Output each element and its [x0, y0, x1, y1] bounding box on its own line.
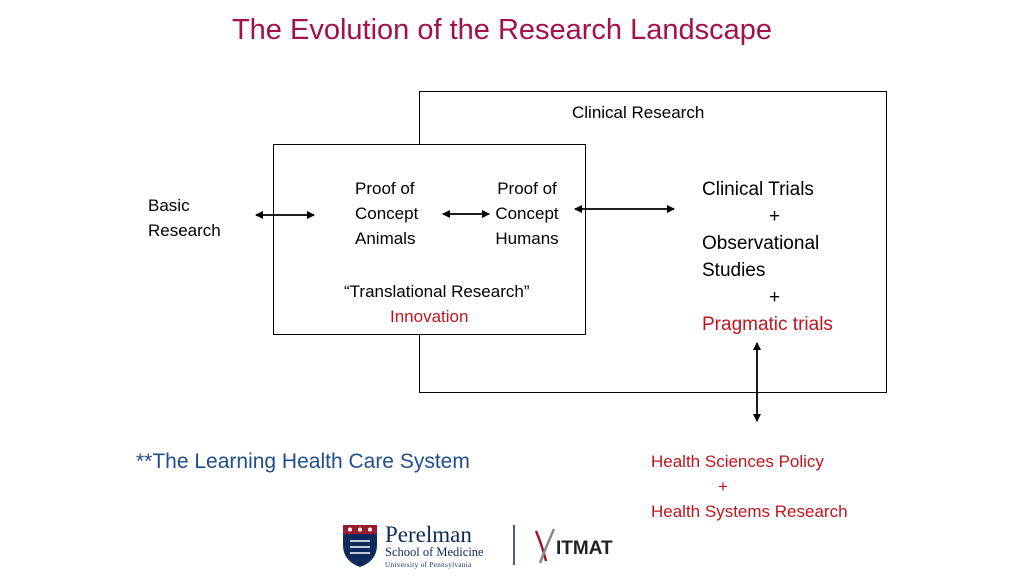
penn-shield-icon: [343, 525, 377, 567]
plus-sign: +: [718, 477, 728, 496]
learning-health-system-label: **The Learning Health Care System: [136, 450, 470, 473]
pragmatic-trials-label: Pragmatic trials: [702, 314, 833, 335]
poc-animals-line: Animals: [355, 229, 416, 248]
logos-svg: Perelman School of Medicine University o…: [343, 522, 613, 569]
poc-humans-label: Proof of Concept Humans: [484, 176, 570, 251]
perelman-name: Perelman: [385, 522, 472, 547]
clinical-trials-stack: Clinical Trials + Observational Studies …: [702, 176, 862, 338]
perelman-university: University of Pennsylvania: [385, 561, 472, 569]
plus-sign: +: [769, 287, 781, 308]
basic-research-line: Research: [148, 221, 221, 240]
footer-logos: Perelman School of Medicine University o…: [340, 521, 640, 571]
clinical-trials-label: Clinical Trials: [702, 179, 814, 200]
basic-research-line: Basic: [148, 196, 190, 215]
poc-humans-line: Concept: [495, 204, 559, 223]
basic-research-label: Basic Research: [148, 193, 221, 243]
perelman-school: School of Medicine: [385, 545, 484, 559]
observational-label: Observational: [702, 233, 820, 254]
poc-animals-line: Concept: [355, 204, 419, 223]
clinical-research-label: Clinical Research: [572, 103, 705, 122]
translational-research-label: “Translational Research”: [344, 282, 530, 301]
poc-humans-line: Humans: [495, 229, 559, 248]
innovation-label: Innovation: [390, 307, 469, 326]
itmat-text: ITMAT: [556, 538, 613, 559]
poc-animals-line: Proof of: [355, 179, 415, 198]
itmat-mark-icon: [534, 528, 556, 564]
poc-animals-label: Proof of Concept Animals: [355, 176, 418, 251]
health-sciences-policy-label: Health Sciences Policy: [651, 452, 824, 471]
slide-title: The Evolution of the Research Landscape: [231, 14, 773, 46]
translational-research-box: [273, 144, 586, 335]
policy-stack: Health Sciences Policy + Health Systems …: [651, 449, 848, 524]
poc-humans-line: Proof of: [497, 179, 557, 198]
studies-label: Studies: [702, 260, 766, 281]
health-systems-research-label: Health Systems Research: [651, 502, 848, 521]
plus-sign: +: [769, 206, 781, 227]
